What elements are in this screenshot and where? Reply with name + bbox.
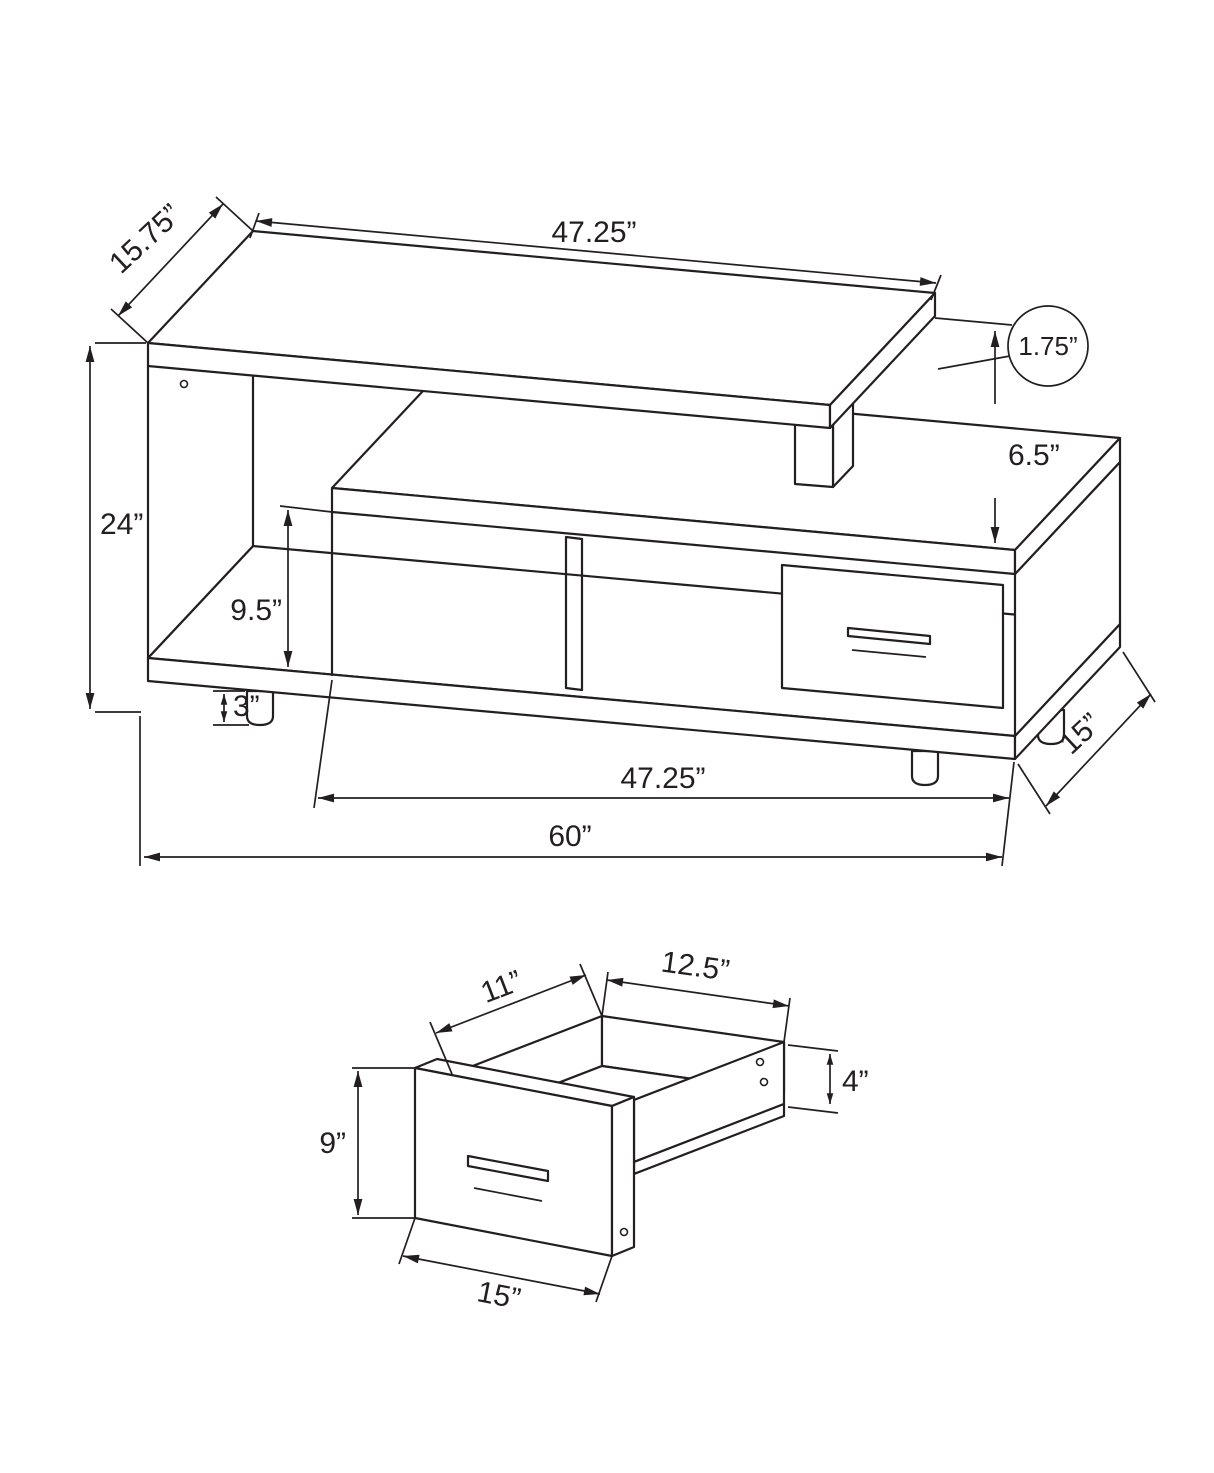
drawer-handle xyxy=(466,1154,550,1183)
dim-drawer-front-height: 9” xyxy=(319,1067,415,1219)
extension-line xyxy=(213,690,249,726)
middle-shelf-end-face xyxy=(1013,436,1122,576)
dim-drawer-side-height: 4” xyxy=(787,1044,869,1114)
dimension-line xyxy=(117,203,224,317)
dim-overall-height: 24” xyxy=(85,342,146,713)
dimension-line xyxy=(1045,693,1152,807)
fastener-dot xyxy=(759,1077,769,1087)
divider-panel xyxy=(564,535,584,692)
leader-line xyxy=(937,355,1011,370)
dimension-line xyxy=(435,974,587,1034)
drawer-front-end-face xyxy=(610,1095,636,1258)
extension-line xyxy=(249,212,942,301)
fastener-dot xyxy=(755,1057,765,1067)
tv-stand-view: 15.75” 47.25” 1.75” 6.5” 24” 9.5” xyxy=(85,196,1156,867)
dim-shelf-gap: 6.5” xyxy=(934,317,1060,543)
cabinet-drawer-handle-shadow xyxy=(851,649,927,658)
dim-drawer-front-width: 15” xyxy=(398,1217,613,1316)
dim-shelf-thickness: 1.75” xyxy=(937,305,1089,387)
extension-line xyxy=(787,1044,839,1114)
leg-front-right xyxy=(910,749,940,787)
top-shelf-end-face xyxy=(828,291,937,430)
extension-line xyxy=(110,196,254,344)
extension-line xyxy=(1017,651,1156,815)
dim-drawer-front-height-label: 9” xyxy=(319,1127,346,1160)
dim-drawer-side-height-label: 4” xyxy=(842,1065,869,1098)
extension-line xyxy=(429,963,603,1075)
dim-cabinet-width: 47.25” xyxy=(313,679,1015,867)
dim-overall-width: 60” xyxy=(139,716,1002,866)
dim-leg-height: 3” xyxy=(213,690,260,726)
dimension-line xyxy=(402,1254,601,1296)
dim-drawer-back-width-label: 12.5” xyxy=(659,945,731,987)
dim-shelf-thickness-label: 1.75” xyxy=(1018,331,1077,361)
dim-leg-height-label: 3” xyxy=(233,690,260,723)
drawer-handle-shadow xyxy=(473,1187,543,1202)
extension-line xyxy=(352,1067,415,1219)
dimension-line xyxy=(255,218,937,286)
extension-line xyxy=(95,342,146,713)
dim-opening-height: 9.5” xyxy=(230,505,333,667)
extension-line xyxy=(934,317,1013,326)
dim-overall-height-label: 24” xyxy=(100,508,143,541)
dim-shelf-gap-label: 6.5” xyxy=(1008,439,1060,472)
dim-cabinet-width-label: 47.25” xyxy=(620,762,705,795)
dim-drawer-front-width-label: 15” xyxy=(474,1275,523,1316)
cabinet-drawer-handle xyxy=(846,626,932,646)
fastener-dot xyxy=(619,1227,629,1237)
callout-circle xyxy=(1007,305,1089,387)
dim-opening-height-label: 9.5” xyxy=(230,594,282,627)
dim-overall-width-label: 60” xyxy=(548,820,591,853)
fastener-dot xyxy=(179,379,189,389)
dim-drawer-side-depth-label: 11” xyxy=(476,964,526,1010)
dim-top-shelf-width: 47.25” xyxy=(249,212,942,301)
dimension-line xyxy=(606,977,790,1009)
extension-line xyxy=(279,505,333,513)
dim-top-shelf-depth-label: 15.75” xyxy=(103,198,188,280)
dim-top-shelf-width-label: 47.25” xyxy=(551,216,636,249)
extension-line xyxy=(313,679,1015,867)
leg-front-left xyxy=(245,689,275,727)
drawer-view: 11” 12.5” 9” 4” 15” xyxy=(319,945,868,1316)
